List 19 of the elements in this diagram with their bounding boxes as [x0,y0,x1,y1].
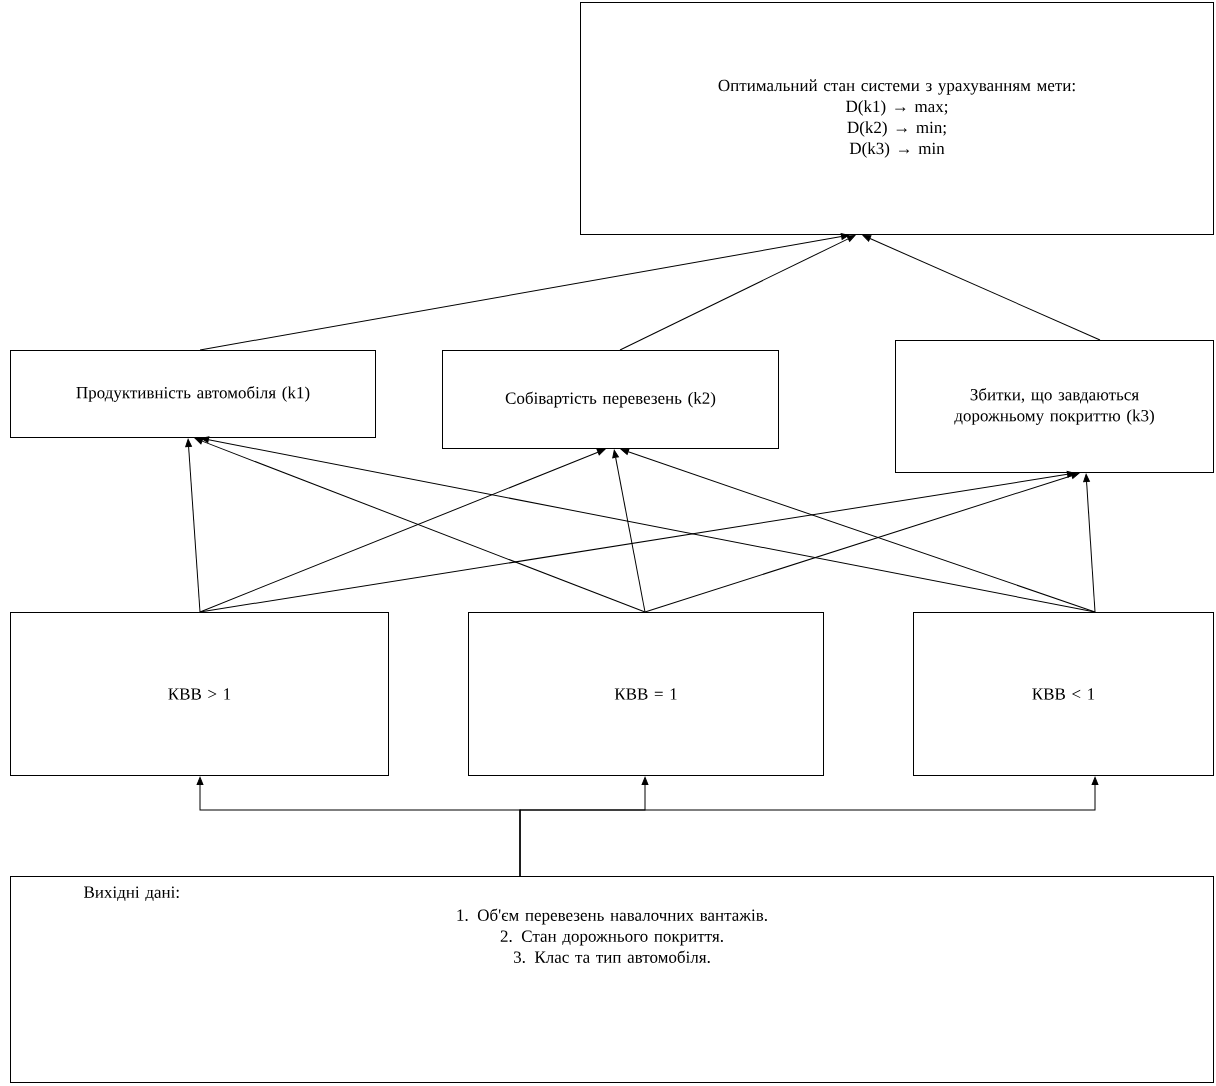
arrow [862,235,1101,341]
condition-box: КВВ < 1 [913,612,1214,776]
arrow [199,448,606,613]
arrow [644,472,1080,613]
arrow [194,437,646,613]
criterion-box: Збитки, що завдаються дорожньому покриттю (k3) [895,340,1214,473]
goal-box: Оптимальний стан системи з урахуванням мети: D(k1) → max; D(k2) → min; D(k3) → min [580,2,1214,235]
arrow [620,448,1096,613]
criterion-box: Собівартість перевезень (k2) [442,350,779,449]
arrow [612,449,646,613]
condition-box: КВВ = 1 [468,612,824,776]
input-data-box: Вихідні дані: 1. Об'єм перевезень навалочних вантажів. 2. Стан дорожнього покриття. 3. Клас та тип автомобіля. [10,876,1214,1083]
arrow [1083,473,1096,613]
condition-box: КВВ > 1 [10,612,389,776]
arrow [199,233,850,351]
arrow [185,438,201,613]
arrow [519,776,1099,877]
criterion-box: Продуктивність автомобіля (k1) [10,350,376,438]
arrow [619,235,856,351]
